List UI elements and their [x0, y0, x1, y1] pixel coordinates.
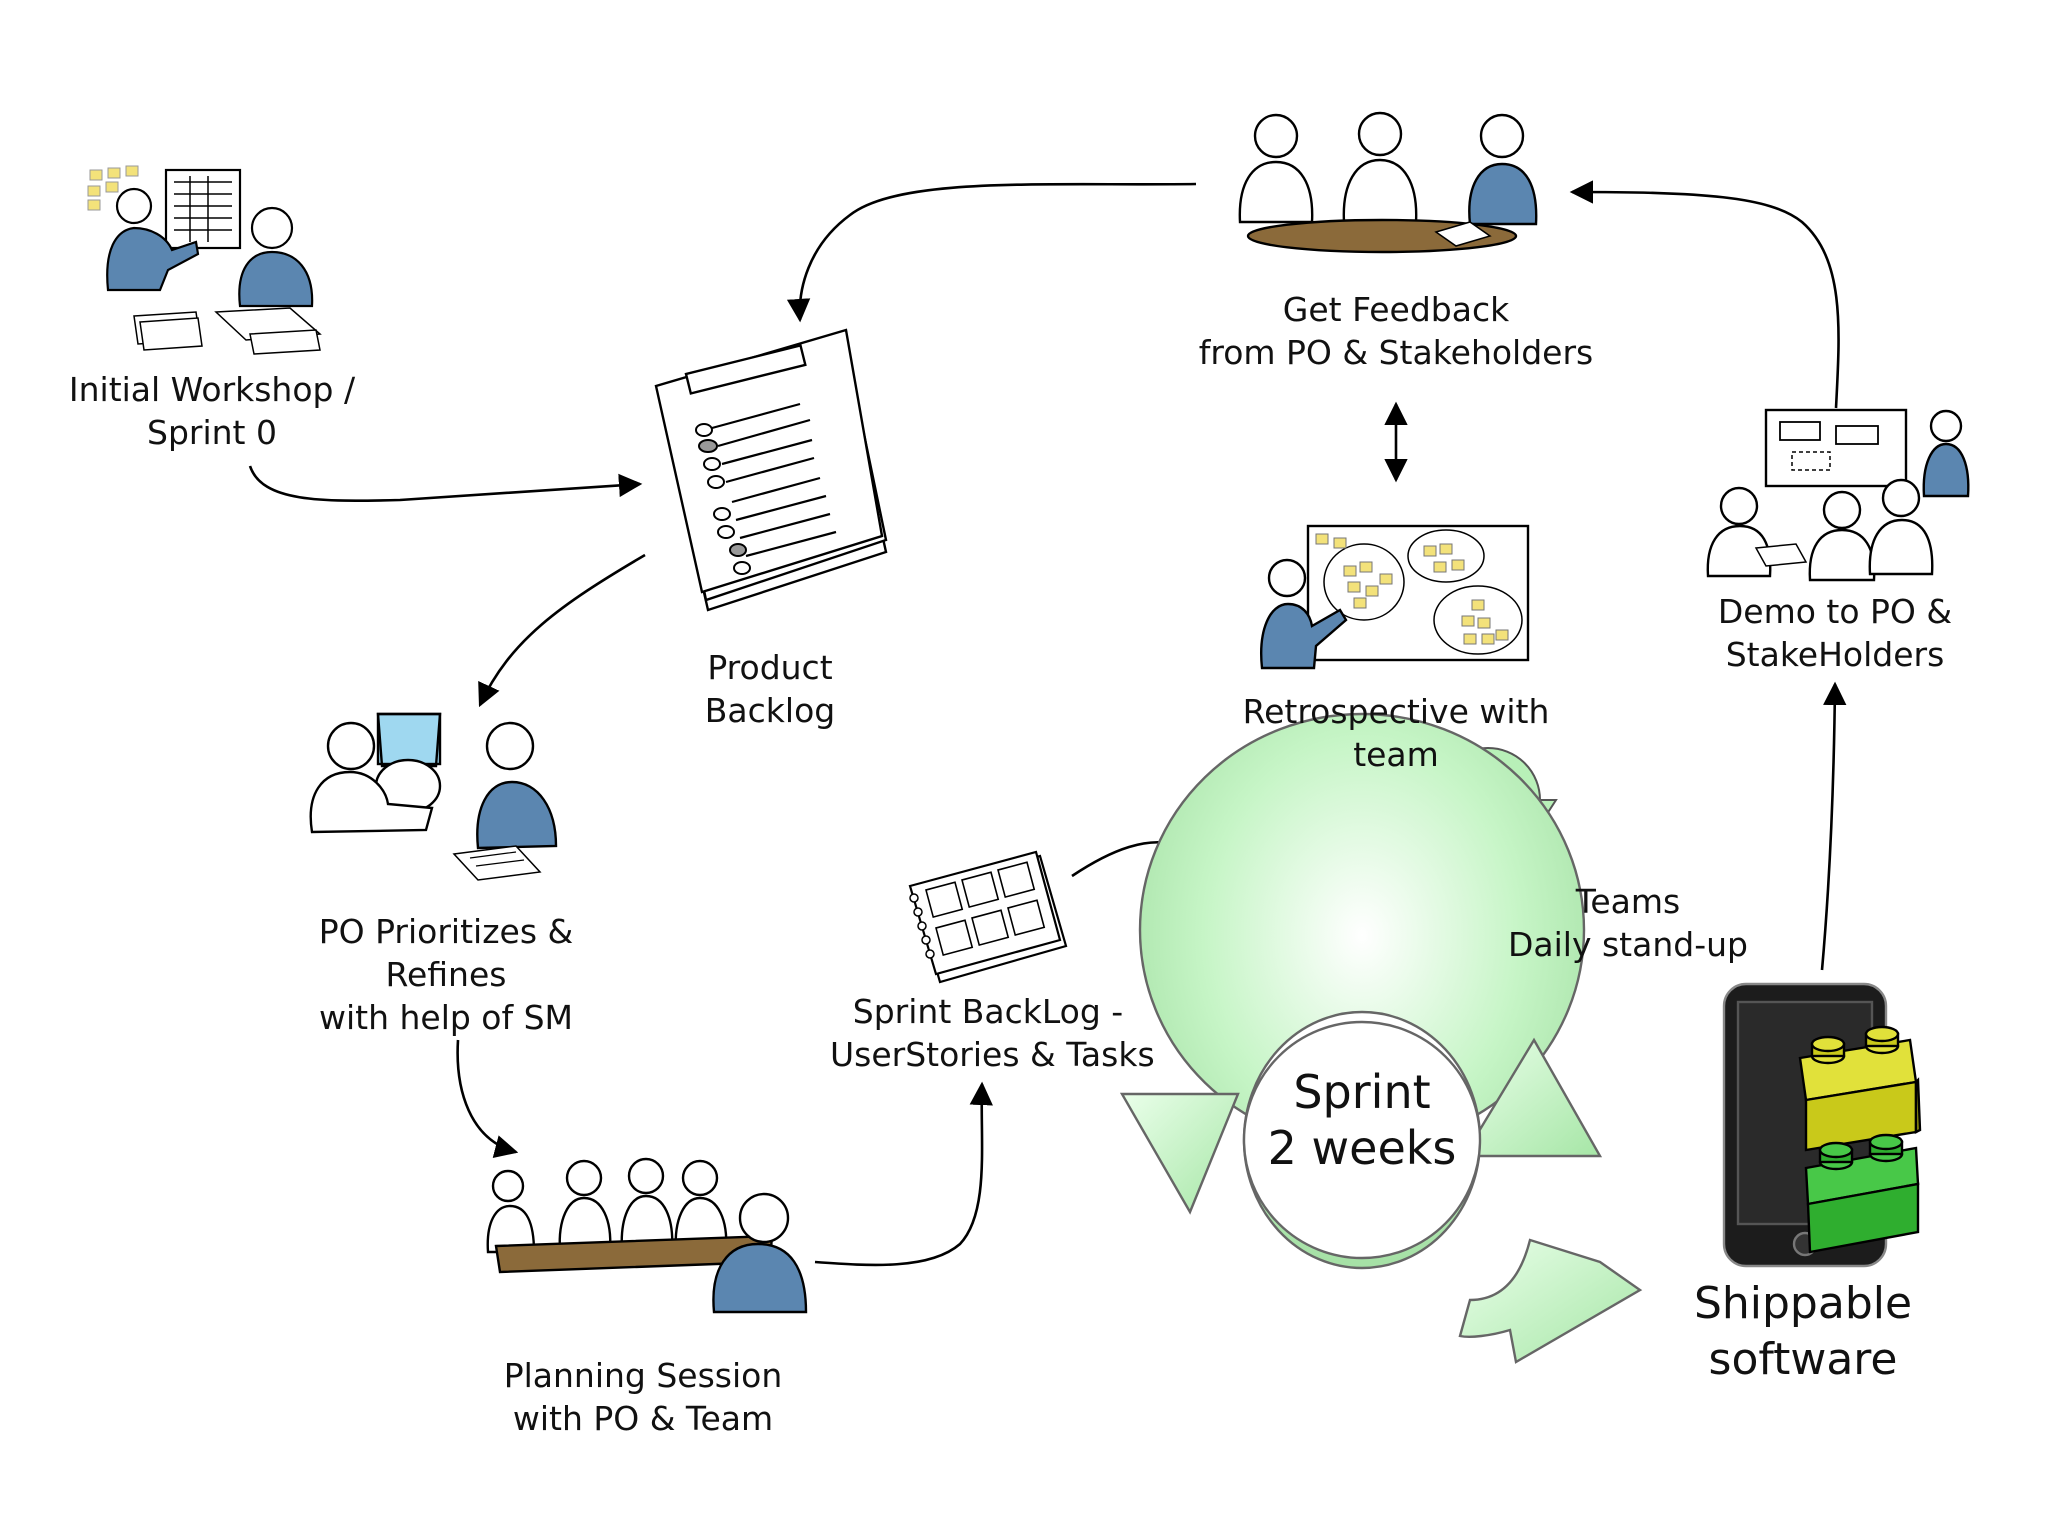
- whiteboard-workshop-icon: [87, 165, 322, 355]
- sprint-backlog-line-2: UserStories & Tasks: [830, 1035, 1155, 1074]
- arrow-feedback-to-backlog: [786, 182, 1197, 323]
- sprint-backlog-line-1: Sprint BackLog -: [852, 992, 1124, 1031]
- arrow-prioritize-to-planning: [456, 1039, 519, 1158]
- presentation-icon: [1706, 408, 1970, 582]
- prioritizes-line-1: PO Prioritizes &: [318, 912, 574, 951]
- feedback-line-1: Get Feedback: [1282, 290, 1510, 329]
- shippable-label: Shippable software: [1668, 1276, 1938, 1388]
- retrospective-line-1: Retrospective with: [1242, 692, 1550, 731]
- shippable-line-1: Shippable: [1693, 1278, 1913, 1329]
- sticky-board-icon: [1260, 524, 1530, 670]
- phone-lego-icon: [1722, 982, 1922, 1268]
- daily-standup-line-1: Teams: [1575, 882, 1681, 921]
- prioritizes-line-3: with help of SM: [318, 998, 574, 1037]
- prioritizes-label: PO Prioritizes & Refines with help of SM: [296, 910, 596, 1039]
- arrow-workshop-to-backlog: [248, 465, 643, 502]
- planning-label: Planning Session with PO & Team: [498, 1354, 788, 1440]
- prioritizes-line-2: Refines: [385, 955, 507, 994]
- demo-line-1: Demo to PO &: [1717, 592, 1953, 631]
- initial-workshop-line-2: Sprint 0: [147, 413, 277, 452]
- shippable-line-2: software: [1708, 1334, 1898, 1385]
- arrow-demo-to-feedback: [1569, 180, 1840, 409]
- sprint-center-label: Sprint 2 weeks: [1236, 1064, 1488, 1176]
- arrow-shippable-to-demo: [1820, 681, 1847, 971]
- computer-meeting-icon: [309, 712, 558, 881]
- sprint-backlog-label: Sprint BackLog - UserStories & Tasks: [830, 990, 1155, 1076]
- feedback-line-2: from PO & Stakeholders: [1198, 333, 1594, 372]
- feedback-label: Get Feedback from PO & Stakeholders: [1176, 288, 1616, 374]
- initial-workshop-label: Initial Workshop / Sprint 0: [62, 368, 362, 454]
- retrospective-label: Retrospective with team: [1226, 690, 1566, 776]
- daily-standup-label: Teams Daily stand-up: [1508, 880, 1748, 966]
- daily-standup-line-2: Daily stand-up: [1508, 925, 1748, 964]
- demo-line-2: StakeHolders: [1725, 635, 1945, 674]
- planning-line-1: Planning Session: [503, 1356, 783, 1395]
- sprint-cycle-icon: [1119, 712, 1643, 1364]
- team-table-icon: [1238, 111, 1538, 254]
- notebook-icon: [908, 850, 1068, 984]
- product-backlog-label: Product Backlog: [650, 646, 890, 732]
- retrospective-line-2: team: [1353, 735, 1439, 774]
- arrow-backlog-to-prioritize: [478, 553, 646, 708]
- product-backlog-line-1: Product: [707, 648, 833, 687]
- document-list-icon: [654, 328, 888, 612]
- demo-label: Demo to PO & StakeHolders: [1690, 590, 1980, 676]
- sprint-line-2: 2 weeks: [1267, 1121, 1457, 1175]
- sprint-line-1: Sprint: [1293, 1065, 1431, 1119]
- initial-workshop-line-1: Initial Workshop /: [68, 370, 356, 409]
- team-table-icon: [486, 1157, 808, 1314]
- arrow-planning-to-sprintbacklog: [814, 1081, 993, 1267]
- planning-line-2: with PO & Team: [512, 1399, 774, 1438]
- product-backlog-line-2: Backlog: [704, 691, 836, 730]
